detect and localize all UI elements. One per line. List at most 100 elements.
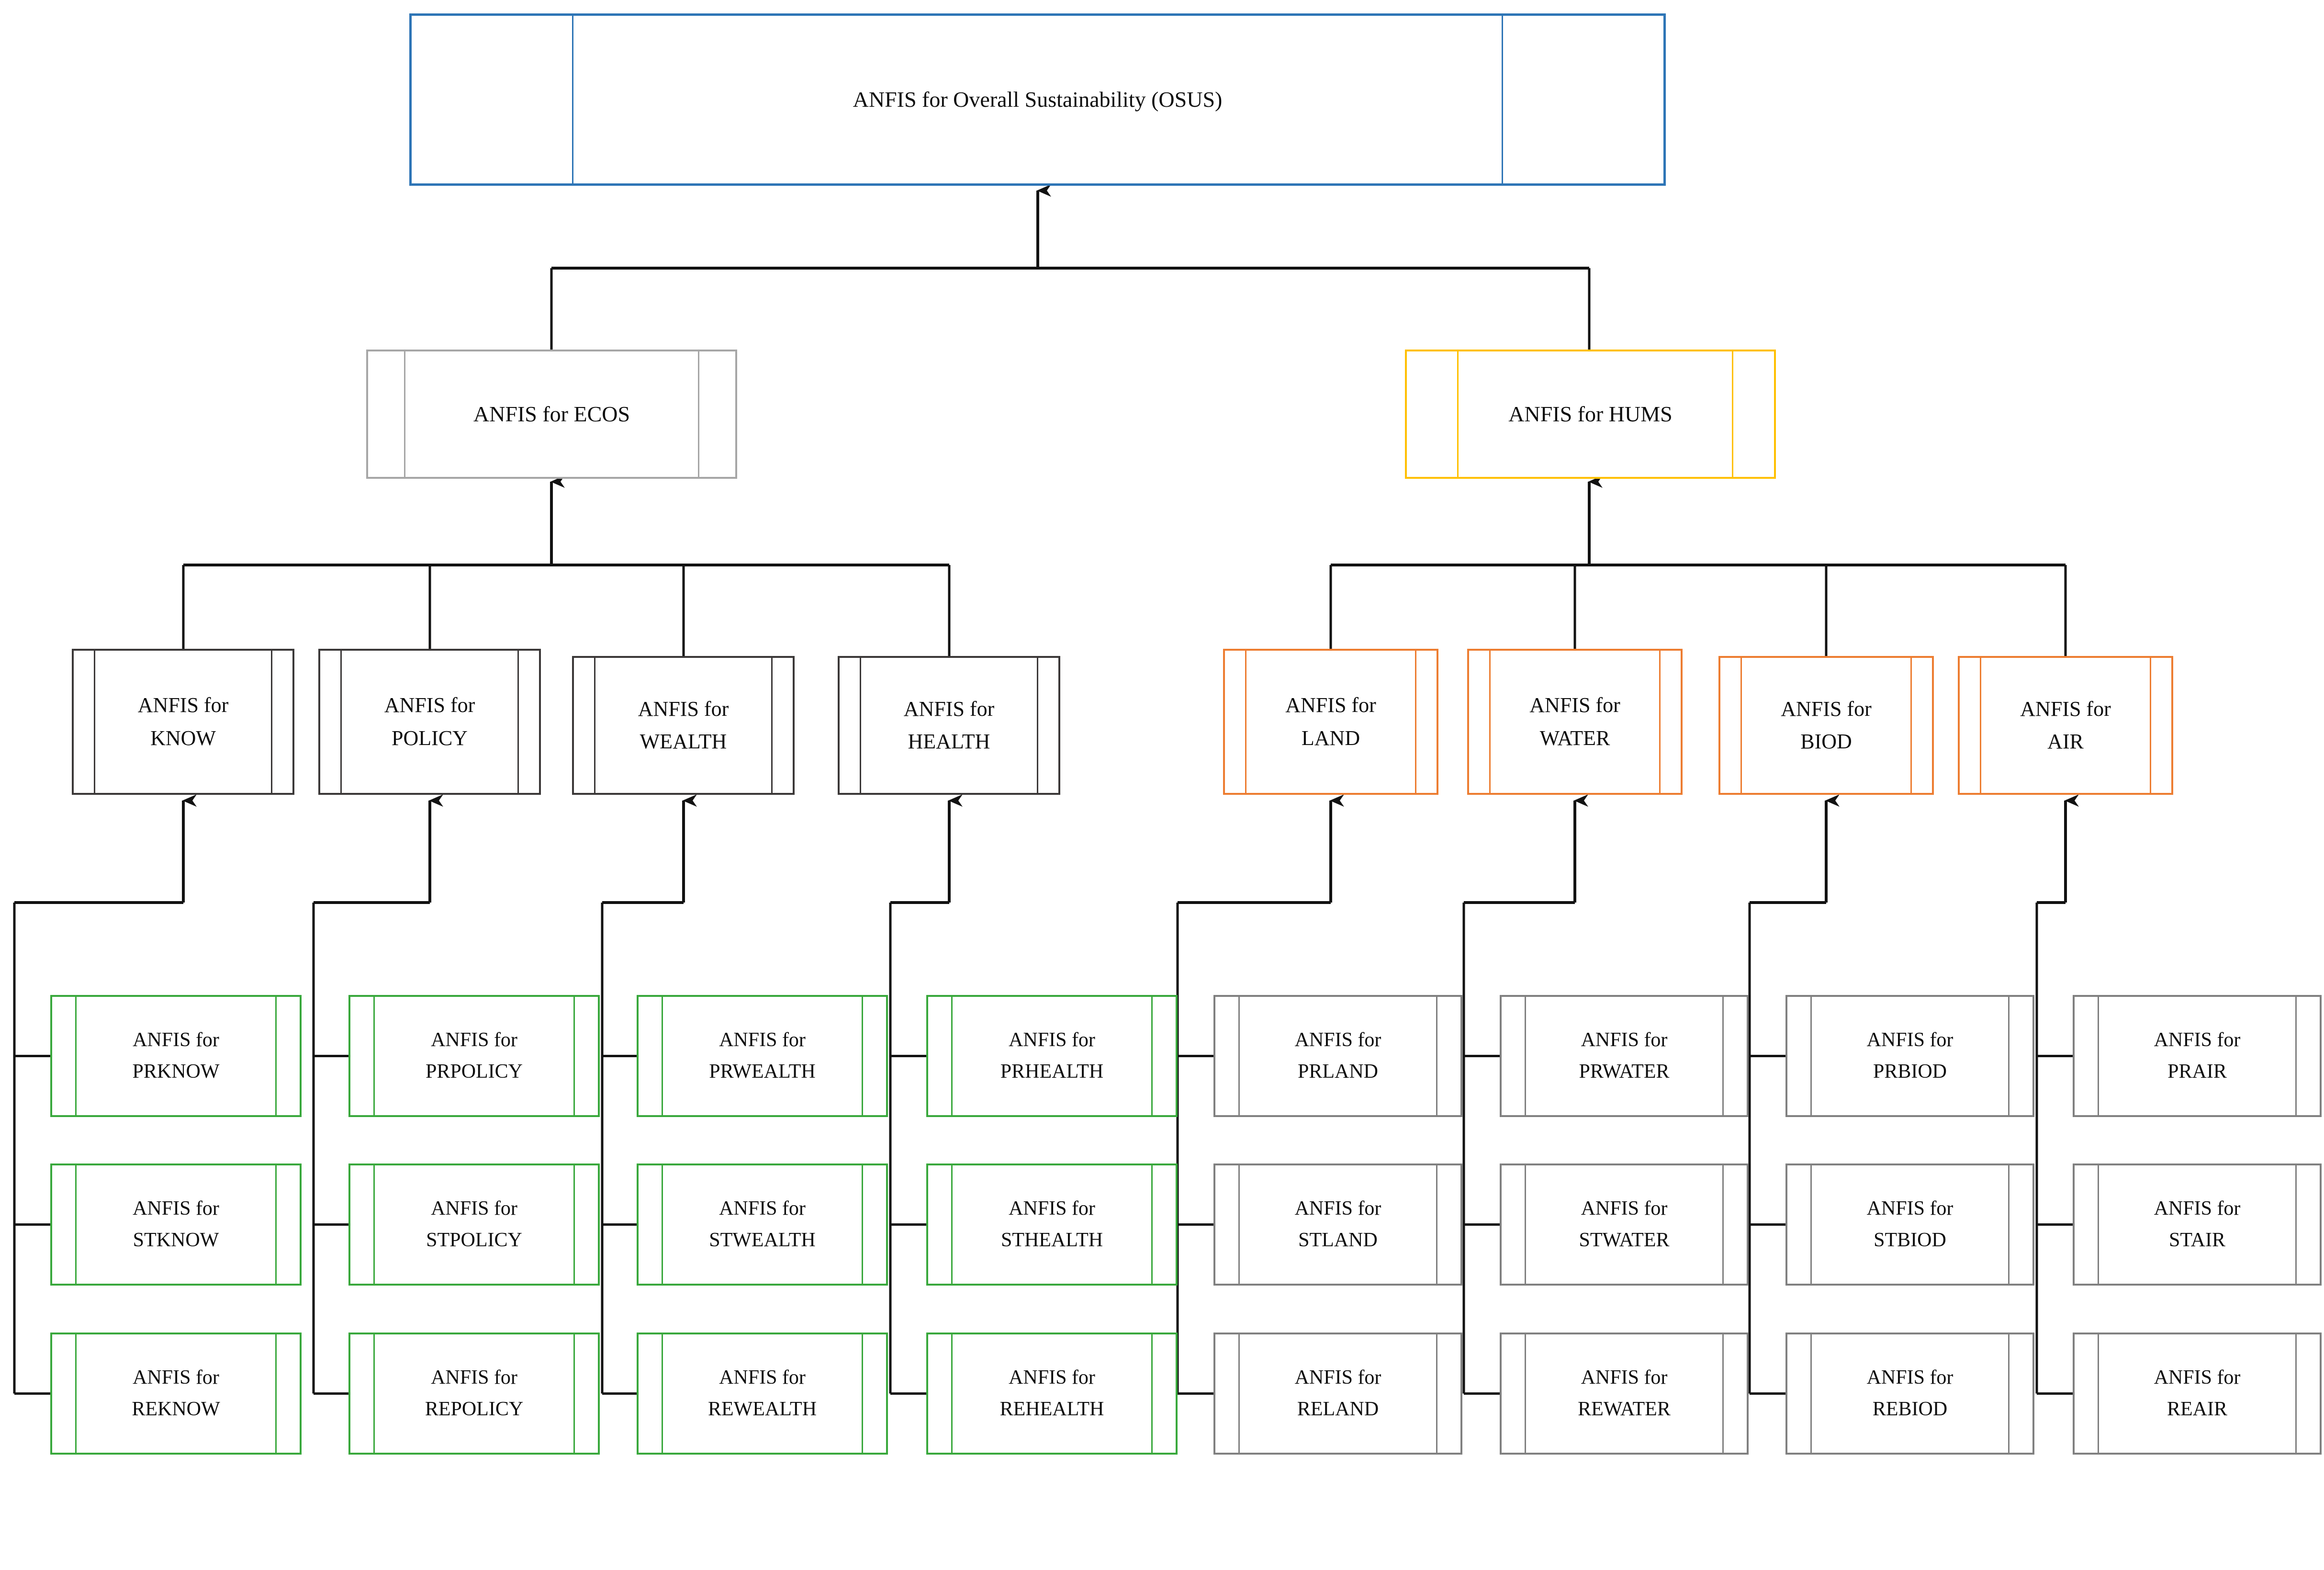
node-side-bar-right (2150, 658, 2151, 793)
node-know[interactable]: ANFIS for KNOW (72, 649, 294, 795)
node-side-bar-left (860, 658, 861, 793)
node-side-bar-left (1810, 1334, 1812, 1453)
node-hums[interactable]: ANFIS for HUMS (1405, 350, 1776, 479)
node-label-line2: REBIOD (1872, 1398, 1948, 1420)
node-label-line1: ANFIS for (1866, 1029, 1954, 1051)
node-label-line1: ANFIS for (133, 1197, 219, 1220)
node-label-line1: ANFIS for ECOS (473, 402, 630, 427)
node-ecos[interactable]: ANFIS for ECOS (366, 350, 737, 479)
node-health[interactable]: ANFIS for HEALTH (838, 656, 1060, 795)
node-side-bar-right (1436, 997, 1437, 1115)
node-label-line1: ANFIS for (1294, 1367, 1381, 1389)
node-side-bar-right (2008, 997, 2010, 1115)
node-label-line1: ANFIS for (1009, 1367, 1095, 1389)
node-side-bar-left (1810, 997, 1812, 1115)
node-side-bar-left (951, 997, 953, 1115)
node-side-bar-right (573, 1165, 575, 1284)
node-wealth[interactable]: ANFIS for WEALTH (572, 656, 795, 795)
node-label-line1: ANFIS for (1529, 693, 1620, 717)
node-label-line2: STWATER (1579, 1229, 1670, 1251)
node-side-bar-right (771, 658, 773, 793)
node-label-line1: ANFIS for (1581, 1029, 1668, 1051)
node-label-line1: ANFIS for (2020, 697, 2111, 721)
node-label-line2: STAIR (2169, 1229, 2225, 1251)
node-label-line2: REWATER (1578, 1398, 1671, 1420)
node-air[interactable]: ANFIS for AIR (1958, 656, 2173, 795)
node-policy[interactable]: ANFIS for POLICY (318, 649, 541, 795)
node-label-line1: ANFIS for (133, 1029, 219, 1051)
node-label-line2: PRAIR (2167, 1060, 2227, 1083)
node-osus[interactable]: ANFIS for Overall Sustainability (OSUS) (409, 13, 1666, 186)
node-label-line1: ANFIS for (2154, 1029, 2241, 1051)
node-label-line2: STKNOW (133, 1229, 219, 1251)
node-side-bar-right (1436, 1165, 1437, 1284)
node-side-bar-right (275, 1165, 277, 1284)
node-side-bar-right (698, 351, 699, 477)
node-label-line1: ANFIS for (1866, 1367, 1954, 1389)
node-side-bar-left (1740, 658, 1742, 793)
node-side-bar-left (662, 1334, 663, 1453)
node-label-line2: PRWEALTH (709, 1060, 816, 1083)
node-side-bar-left (373, 1334, 375, 1453)
node-side-bar-left (662, 997, 663, 1115)
node-side-bar-left (594, 658, 595, 793)
node-label-line2: STBIOD (1874, 1229, 1946, 1251)
node-water[interactable]: ANFIS for WATER (1467, 649, 1683, 795)
node-label-line2: PRLAND (1297, 1060, 1379, 1083)
node-label-line1: ANFIS for (719, 1367, 806, 1389)
node-label-line2: PRWATER (1579, 1060, 1670, 1083)
node-osus-label: ANFIS for Overall Sustainability (OSUS) (412, 16, 1663, 183)
node-side-bar-left (75, 1165, 77, 1284)
node-side-bar-left (94, 651, 95, 793)
node-land[interactable]: ANFIS for LAND (1223, 649, 1438, 795)
node-label-line2: REHEALTH (999, 1398, 1104, 1420)
node-biod[interactable]: ANFIS for BIOD (1718, 656, 1934, 795)
node-label-line1: ANFIS for (719, 1197, 806, 1220)
node-label-line1: ANFIS for (431, 1367, 517, 1389)
node-label-line2: STWEALTH (709, 1229, 816, 1251)
node-label-line2: REWEALTH (707, 1398, 817, 1420)
node-label-line1: ANFIS for (719, 1029, 806, 1051)
node-side-bar-right (1037, 658, 1038, 793)
node-know-label: ANFIS for KNOW (74, 651, 292, 793)
node-side-bar-right (1910, 658, 1912, 793)
node-label-line2: BIOD (1800, 730, 1852, 753)
node-side-bar-left (1489, 651, 1491, 793)
node-label-line1: ANFIS for (2154, 1197, 2241, 1220)
node-label-line1: ANFIS for HUMS (1508, 402, 1673, 427)
